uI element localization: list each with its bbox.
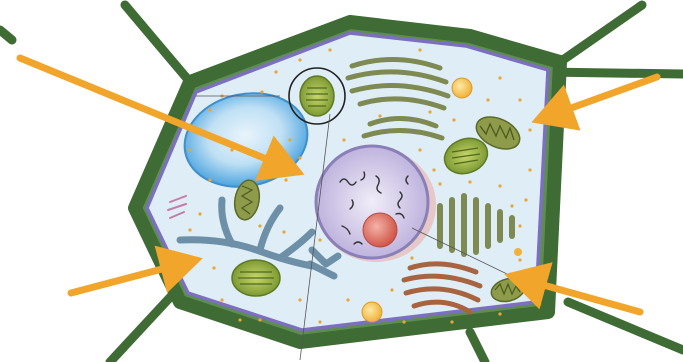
ribosome-dot [220,298,223,301]
ribosome-dot [510,204,513,207]
ribosome-dot [486,98,489,101]
ribosome-dot [428,110,431,113]
ribosome-dot [274,70,277,73]
ribosome-dot [410,256,413,259]
ribosome-dot [518,98,521,101]
ribosome-dot [346,298,349,301]
ribosome-dot [298,58,301,61]
ribosome-dot [498,184,501,187]
ribosome-dot [468,180,471,183]
ribosome-dot [258,224,261,227]
ribosome-dot [418,48,421,51]
chloroplast-lower-left [232,260,280,296]
ribosome-dot [528,168,531,171]
ribosome-dot [390,288,393,291]
ribosome-dot [284,178,287,181]
ribosome-dot [198,212,201,215]
nucleolus [363,213,397,247]
ribosome-dot [452,118,455,121]
ribosome-dot [524,198,527,201]
ribosome-dot [378,114,381,117]
ribosome-dot [518,224,521,227]
ribosome-dot [438,182,441,185]
ribosome-dot [528,128,531,131]
ribosome-dot [208,108,211,111]
ribosome-dot [328,48,331,51]
ribosome-dot [188,228,191,231]
ribosome-dot [208,178,211,181]
ribosome-dot [432,168,435,171]
ribosome-dot [258,318,261,321]
ribosome-dot [418,148,421,151]
ribosome-dot [298,298,301,301]
ribosome-dot [498,76,501,79]
ribosome-dot [518,258,521,261]
ribosome-dot [318,320,321,323]
ribosome-dot [212,266,215,269]
ribosome-dot [288,138,291,141]
ribosome-dot [450,320,453,323]
ribosome-dot [188,148,191,151]
ribosome-dot [342,138,345,141]
ribosome-dot [402,320,405,323]
ribosome-dot [498,312,501,315]
ribosome-dot [282,230,285,233]
ribosome-dot [318,238,321,241]
ribosome-dot [260,90,263,93]
ribosome-dot [238,318,241,321]
ribosome-dot [298,156,301,159]
